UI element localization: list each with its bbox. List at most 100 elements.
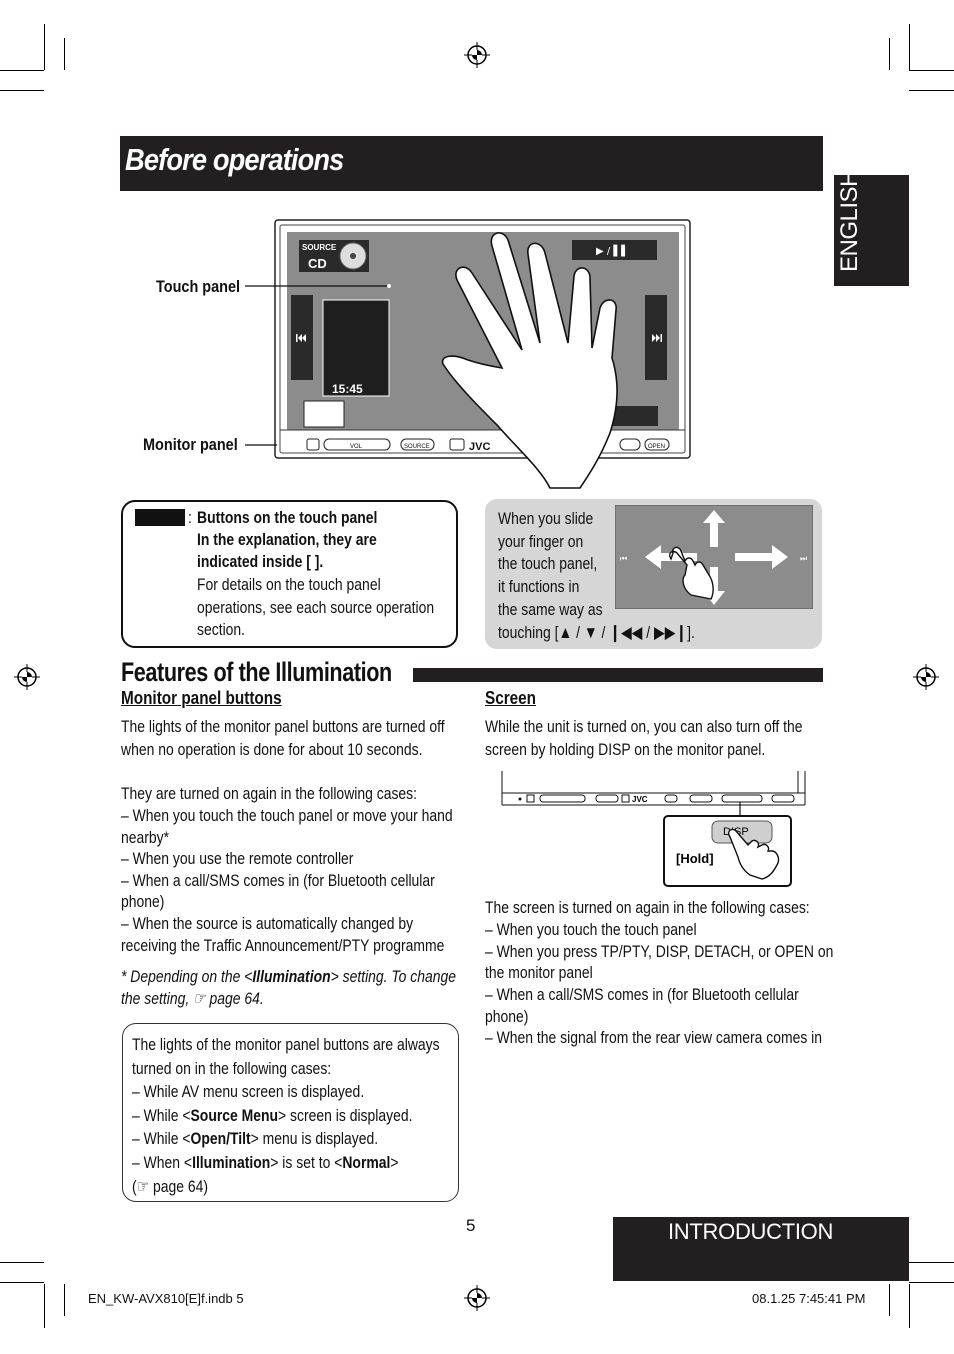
list-item: receiving the Traffic Announcement/PTY p… [121,936,445,955]
info-line-5: operations, see each source operation [197,598,435,617]
crop-mark [44,1284,45,1328]
text-bold: Open/Tilt [190,1129,251,1148]
list-item: nearby* [121,828,170,847]
slide-line-6: touching [▲ / ▼ / ❙◀◀ / ▶▶❙]. [498,623,695,642]
hold-label: [Hold] [676,851,714,866]
screen-p2: The screen is turned on again in the fol… [485,898,810,917]
screen-cd-label: CD [308,256,327,271]
info-line-2: In the explanation, they are [197,530,377,549]
crop-mark [889,1284,890,1316]
slide-line-1: When you slide [498,509,594,528]
touch-buttons-info-box [121,500,458,648]
registration-mark-icon [913,664,939,690]
language-tab [834,175,909,286]
svg-text:⏭: ⏭ [800,554,807,563]
crop-mark [44,24,45,70]
slide-line-2: your finger on [498,532,584,551]
page-number: 5 [466,1216,476,1235]
touch-panel-label: Touch panel [156,277,241,296]
footnote-bold: Illumination [252,967,331,986]
crop-mark [909,70,954,71]
crop-mark [64,1284,65,1316]
crop-mark [909,90,954,91]
always-l1: The lights of the monitor panel buttons … [132,1035,440,1054]
play-pause-touch-button[interactable] [572,240,657,260]
list-item: – When the source is automatically chang… [121,914,414,933]
footer-file-name: EN_KW-AVX810[E]f.indb 5 [88,1291,244,1306]
screen-time: 15:45 [332,382,363,396]
jvc-logo: JVC [632,795,648,804]
always-l3: – While AV menu screen is displayed. [132,1082,365,1101]
jvc-logo: JVC [469,441,490,453]
monitor-panel-label: Monitor panel [143,435,238,454]
list-item: – When a call/SMS comes in (for Bluetoot… [485,985,799,1004]
section-tab-label: INTRODUCTION [668,1219,834,1244]
text-part: > menu is displayed. [250,1129,379,1148]
crop-mark [0,90,44,91]
crop-mark [0,1282,44,1283]
monitor-p1-line2: when no operation is done for about 10 s… [121,740,423,759]
language-tab-label: ENGLISH [836,170,863,272]
title-bar [120,136,823,191]
screen-source-label: SOURCE [302,243,337,252]
monitor-panel-strip-illustration: JVC DISP [Hold] [501,771,806,887]
list-item: – When you press TP/PTY, DISP, DETACH, o… [485,942,834,961]
section-tab [613,1217,909,1281]
always-l6: – When <Illumination> is set to <Normal> [132,1152,399,1175]
finger-icon [668,546,714,600]
svg-text:⏮: ⏮ [620,554,627,563]
screen-play-label: ▶ / ▌▌ [596,244,629,257]
list-item: – When the signal from the rear view cam… [485,1028,823,1047]
registration-mark-icon [464,1285,490,1311]
list-item: – When you touch the touch panel [485,920,697,939]
list-item: the monitor panel [485,963,593,982]
crop-mark [909,24,910,70]
always-l4: – While <Source Menu> screen is displaye… [132,1105,412,1128]
crop-mark [909,1282,954,1283]
info-line-6: section. [197,620,246,639]
slide-line-5: the same way as [498,600,603,619]
slide-gesture-illustration: ⏮ ⏭ [615,505,813,609]
text-part: > screen is displayed. [278,1106,413,1125]
colon: : [188,508,192,527]
text-part: – While < [132,1106,191,1125]
list-item: – When you use the remote controller [121,849,354,868]
crop-mark [909,1262,954,1263]
always-l2: turned on in the following cases: [132,1059,332,1078]
screen-p1-line1: While the unit is turned on, you can als… [485,717,803,736]
list-item: phone) [121,892,165,911]
info-line-1: Buttons on the touch panel [197,508,378,527]
monitor-p2: They are turned on again in the followin… [121,784,418,803]
info-line-3: indicated inside [ ]. [197,552,324,571]
registration-mark-icon [464,42,490,68]
open-button-label: OPEN [648,444,665,450]
monitor-panel-buttons-heading: Monitor panel buttons [121,688,282,708]
list-item: – When you touch the touch panel or move… [121,806,453,825]
text-part: > is set to < [270,1153,343,1172]
footnote-part: * Depending on the < [121,967,253,986]
slide-line-4: it functions in [498,577,580,596]
always-l5: – While <Open/Tilt> menu is displayed. [132,1128,378,1151]
crop-mark [0,1262,44,1263]
vol-button-label: VOL [350,444,363,450]
heading-rule [413,668,823,682]
footer-timestamp: 08.1.25 7:45:41 PM [752,1291,866,1306]
arrow-up-icon [703,510,725,547]
footnote-line1: * Depending on the <Illumination> settin… [121,966,456,989]
screen-heading: Screen [485,688,537,708]
footnote-line2: the setting, ☞ page 64. [121,989,264,1008]
crop-mark [889,38,890,70]
features-heading: Features of the Illumination [121,657,392,687]
text-bold: Source Menu [190,1106,279,1125]
hand-icon [441,232,618,489]
list-item: phone) [485,1007,529,1026]
footnote-part: > setting. To change [330,967,457,986]
slide-line-3: the touch panel, [498,554,598,573]
text-part: – When < [132,1153,193,1172]
device-illustration: SOURCE CD ▶ / ▌▌ 15:45 VOL SOURCE JVC OP… [245,219,691,489]
text-part: – While < [132,1129,191,1148]
crop-mark [64,38,65,70]
registration-mark-icon [14,664,40,690]
always-on-box [122,1023,459,1202]
info-line-4: For details on the touch panel [197,575,381,594]
